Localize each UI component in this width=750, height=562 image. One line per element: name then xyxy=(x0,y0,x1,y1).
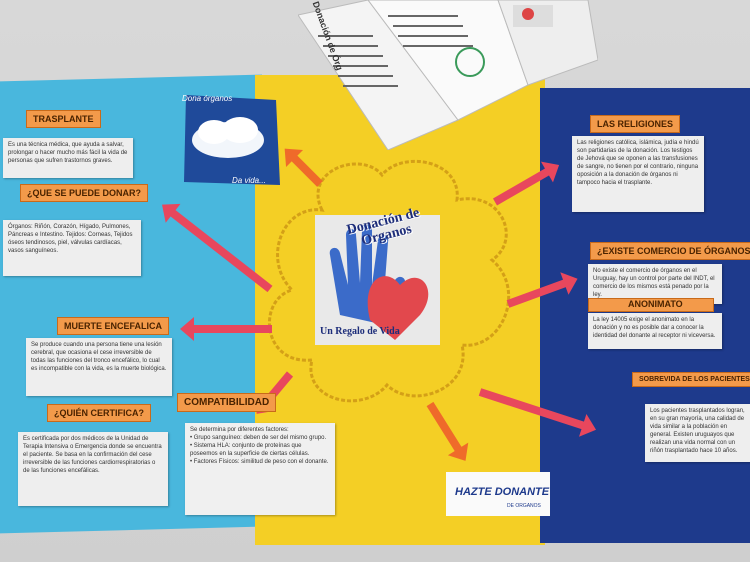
cloud-picture xyxy=(184,95,280,185)
compat-intro: Se determina por diferentes factores: xyxy=(190,427,289,433)
note-compatibilidad: Se determina por diferentes factores: • … xyxy=(185,423,335,515)
leaflet-brochure xyxy=(298,0,598,150)
compat-item-1: • Grupo sanguíneo: deben de ser del mism… xyxy=(190,435,327,441)
note-religiones: Las religiones católica, islámica, judía… xyxy=(572,136,704,212)
compat-item-3: • Factores Físicos: similitud de peso co… xyxy=(190,459,329,465)
tag-muerte-encefalica: MUERTE ENCEFALICA xyxy=(57,317,170,335)
note-quien-certifica: Es certificada por dos médicos de la Uni… xyxy=(18,432,168,506)
donate-logo-sub: DE ORGANOS xyxy=(507,503,541,509)
poster-subtitle: Un Regalo de Vida xyxy=(320,326,400,337)
tag-sobrevida: SOBREVIDA DE LOS PACIENTES TRASPL. xyxy=(632,372,750,387)
note-sobrevida: Los pacientes trasplantados logran, en s… xyxy=(645,404,750,462)
note-muerte-encefalica: Se produce cuando una persona tiene una … xyxy=(26,338,172,396)
compat-item-2: • Sistema HLA: conjunto de proteínas que… xyxy=(190,443,310,457)
anonimato-bar xyxy=(588,298,714,312)
hands-emblem xyxy=(315,215,440,345)
donate-logo xyxy=(446,472,550,516)
tag-compatibilidad: COMPATIBILIDAD xyxy=(177,393,277,412)
note-que-se-puede-donar: Órganos: Riñón, Corazón, Hígado, Pulmone… xyxy=(3,220,141,276)
note-anonimato: La ley 14005 exige el anonimato en la do… xyxy=(588,313,722,349)
arrow-to-muerte xyxy=(192,325,272,333)
tag-quien-certifica: ¿QUIÉN CERTIFICA? xyxy=(47,404,151,422)
note-trasplante: Es una técnica médica, que ayuda a salva… xyxy=(3,138,133,178)
tag-anonimato: ANONIMATO xyxy=(628,299,683,309)
tag-comercio: ¿EXISTE COMERCIO DE ÓRGANOS? xyxy=(590,242,750,260)
center-cloud-outline xyxy=(268,159,511,403)
tag-religiones: LAS RELIGIONES xyxy=(590,115,681,133)
note-comercio: No existe el comercio de órganos en el U… xyxy=(588,264,722,304)
tag-que-se-puede-donar: ¿QUE SE PUEDE DONAR? xyxy=(20,184,149,202)
tag-trasplante: TRASPLANTE xyxy=(26,110,101,128)
donate-logo-main: HAZTE DONANTE xyxy=(455,486,550,498)
